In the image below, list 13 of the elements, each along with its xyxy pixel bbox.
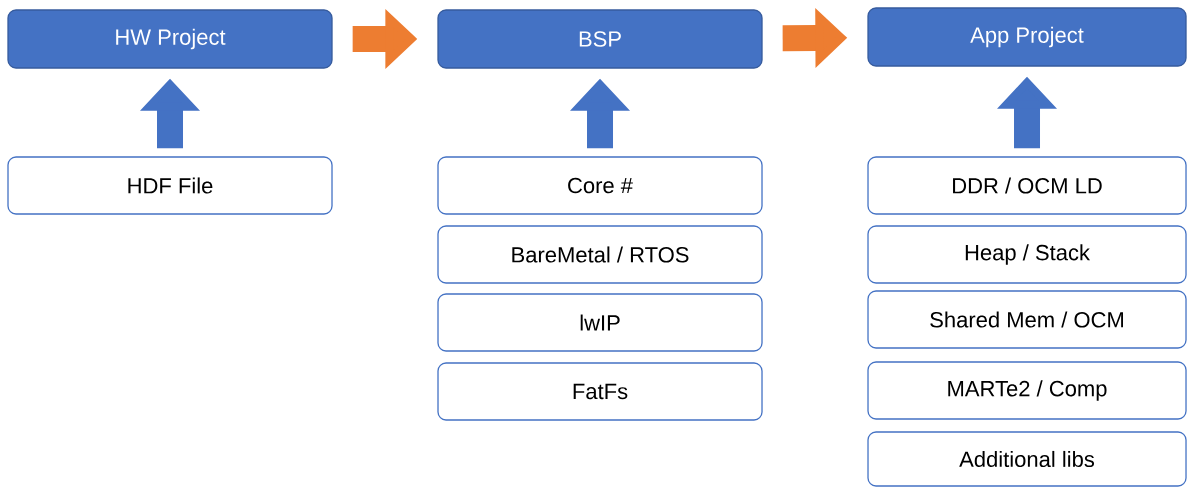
item-box: lwIP — [437, 293, 763, 352]
item-box: Additional libs — [867, 431, 1187, 487]
item-box: MARTe2 / Comp — [867, 361, 1187, 420]
item-box: FatFs — [437, 362, 763, 421]
item-box: Core # — [437, 156, 763, 215]
title-box: App Project — [867, 7, 1187, 67]
title-box: BSP — [437, 9, 763, 69]
item-box: Shared Mem / OCM — [867, 290, 1187, 349]
title-box: HW Project — [7, 9, 333, 69]
item-box: DDR / OCM LD — [867, 156, 1187, 215]
item-box: BareMetal / RTOS — [437, 225, 763, 284]
item-box: HDF File — [7, 156, 333, 215]
item-box: Heap / Stack — [867, 225, 1187, 284]
